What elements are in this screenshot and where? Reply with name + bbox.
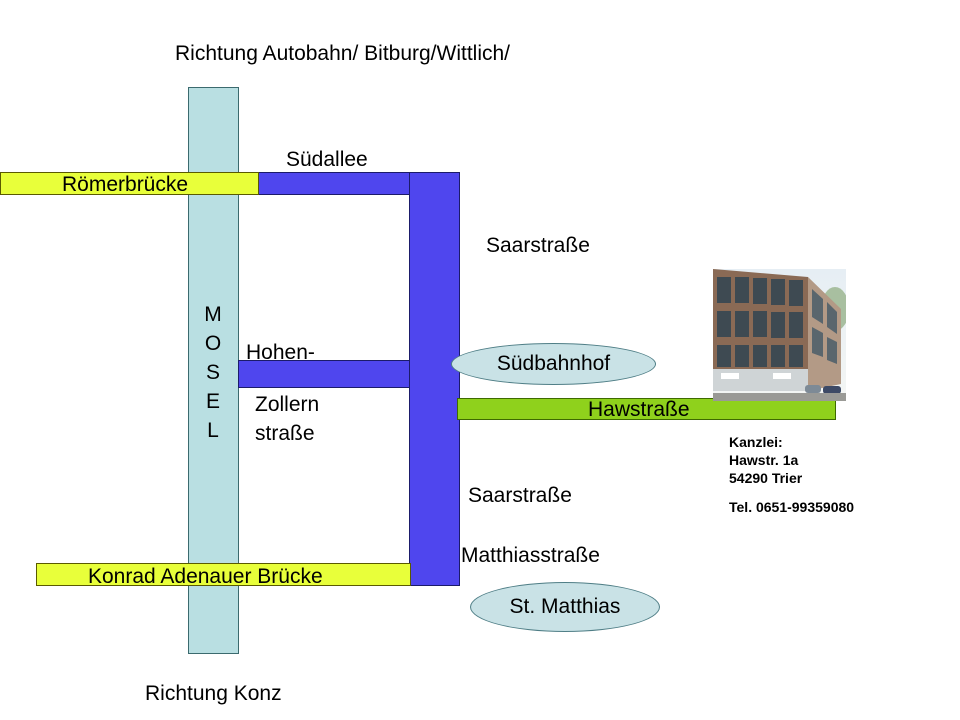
roemerbruecke-label: Römerbrücke	[62, 173, 189, 196]
hawstrasse-label: Hawstraße	[588, 398, 690, 421]
strasse-label: straße	[255, 422, 315, 445]
saarstrasse-road	[409, 172, 460, 586]
mosel-letter: S	[205, 361, 220, 384]
hohenzollernstrasse-road	[238, 360, 410, 388]
suedallee-label: Südallee	[286, 148, 368, 171]
mosel-letter: L	[207, 419, 219, 442]
office-building-photo	[713, 269, 849, 401]
konrad-adenauer-bridge	[36, 563, 411, 586]
mosel-letter: O	[204, 332, 222, 355]
hohen-label: Hohen-	[246, 341, 315, 364]
office-line-1: Kanzlei:	[729, 434, 783, 450]
saarstrasse-label-top: Saarstraße	[486, 234, 590, 257]
suedbahnhof-label: Südbahnhof	[496, 352, 611, 375]
office-line-3: 54290 Trier	[729, 470, 803, 486]
office-phone: Tel. 0651-99359080	[729, 499, 855, 515]
direction-south-label: Richtung Konz	[145, 682, 282, 705]
st-matthias-label: St. Matthias	[509, 595, 621, 618]
office-line-2: Hawstr. 1a	[729, 452, 799, 468]
zollern-label: Zollern	[255, 393, 320, 416]
saarstrasse-label-bottom: Saarstraße	[468, 484, 572, 507]
roemerbruecke-bridge	[0, 172, 259, 195]
matthiasstrasse-label: Matthiasstraße	[461, 544, 600, 567]
building-illustration	[713, 269, 849, 401]
office-address: Kanzlei: Hawstr. 1a 54290 Trier	[729, 433, 802, 487]
konrad-adenauer-label: Konrad Adenauer Brücke	[88, 565, 323, 588]
direction-north-label: Richtung Autobahn/ Bitburg/Wittlich/	[175, 42, 511, 65]
mosel-label: M O S E L	[188, 300, 238, 445]
st-matthias-marker: St. Matthias	[470, 582, 660, 632]
hawstrasse-road	[457, 398, 836, 420]
mosel-letter: E	[205, 390, 220, 413]
mosel-letter: M	[204, 303, 222, 326]
suedbahnhof-marker: Südbahnhof	[451, 343, 656, 385]
